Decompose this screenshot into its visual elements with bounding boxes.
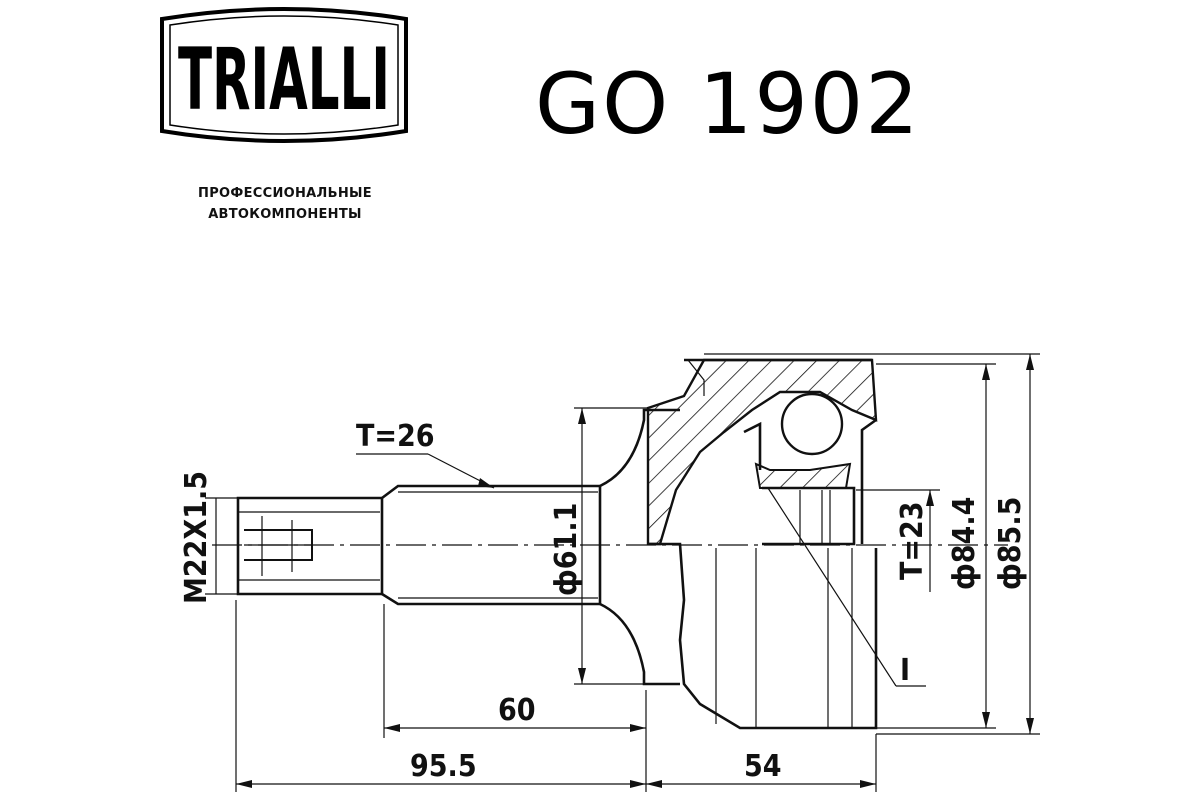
logo-tagline-line2: АВТОКОМПОНЕНТЫ xyxy=(208,207,362,222)
trialli-logo: TRIALLI xyxy=(160,7,408,143)
bearing-ball xyxy=(780,392,844,456)
housing-length-label: 54 xyxy=(744,749,782,784)
total-shaft-length-label: 95.5 xyxy=(410,749,477,784)
flange-diameter-dimension: ф61.1 xyxy=(549,407,648,685)
inner-diameter-dimension: ф84.4 xyxy=(876,363,996,729)
marker-label: I xyxy=(900,653,910,688)
threaded-end xyxy=(236,496,384,596)
spline-count-shaft-label: T=26 xyxy=(356,419,435,454)
thread-label: M22X1.5 xyxy=(179,471,214,604)
logo-tagline-line1: ПРОФЕССИОНАЛЬНЫЕ xyxy=(198,186,372,201)
spline-inner-dimension: T=23 xyxy=(856,489,940,592)
spline-shaft-callout: T=26 xyxy=(356,419,495,489)
inner-diameter-label: ф84.4 xyxy=(947,497,982,590)
outer-housing xyxy=(646,358,878,730)
outer-diameter-dimension: ф85.5 xyxy=(704,353,1040,735)
flange-diameter-label: ф61.1 xyxy=(549,503,584,596)
shaft-length-dimension: 60 xyxy=(383,604,647,738)
shaft-length-label: 60 xyxy=(498,693,536,728)
total-length-dimension: 95.5 54 xyxy=(235,600,877,792)
part-number-title: GO 1902 xyxy=(535,55,921,153)
spline-count-inner-label: T=23 xyxy=(895,501,930,580)
thread-dimension: M22X1.5 xyxy=(179,471,238,604)
marker-i-leader: I xyxy=(767,487,926,688)
logo-wordmark: TRIALLI xyxy=(178,30,390,130)
outer-diameter-label: ф85.5 xyxy=(993,497,1028,590)
